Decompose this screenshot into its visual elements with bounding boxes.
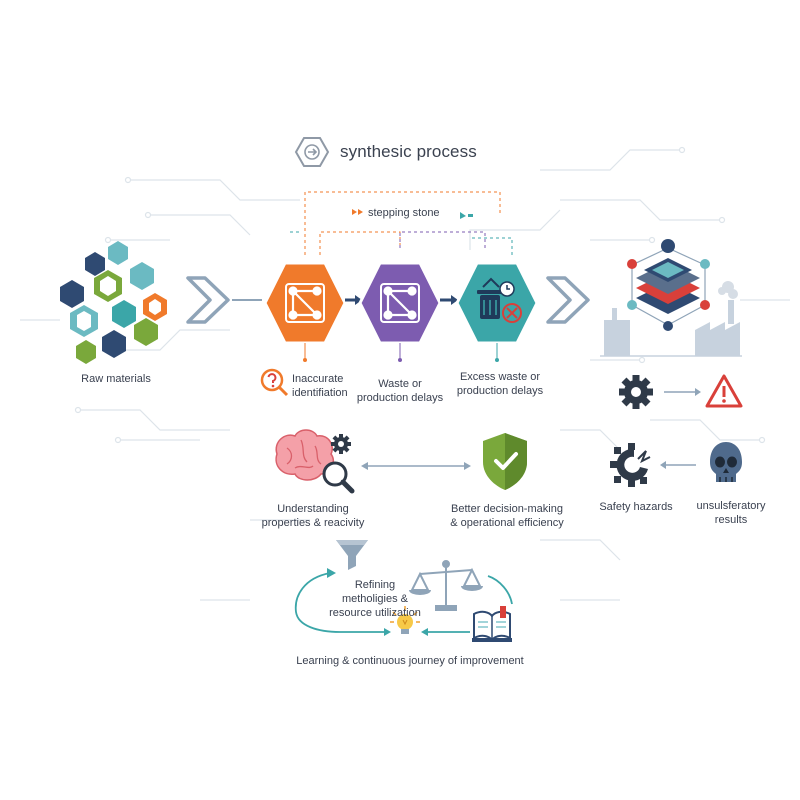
stepping-stone-label: stepping stone bbox=[368, 207, 440, 219]
raw-materials-hex-cluster-icon bbox=[60, 241, 167, 364]
step1-label-line1: Inaccurate bbox=[292, 373, 344, 385]
decision-label-line2: & operational efficiency bbox=[450, 517, 564, 529]
step1-label: Inaccurate identifiation bbox=[292, 372, 362, 400]
decision-label-line1: Better decision-making bbox=[451, 503, 563, 515]
trash-bin-icon bbox=[477, 277, 503, 319]
shield-check-icon bbox=[483, 433, 527, 490]
raw-materials-label: Raw materials bbox=[81, 373, 151, 385]
page-title: synthesic process bbox=[340, 142, 477, 161]
arrow-right-circle-icon bbox=[294, 137, 330, 167]
understanding-label-line2: properties & reacivity bbox=[261, 517, 365, 529]
stepping-stone-connectors bbox=[290, 191, 513, 255]
step2-label: Waste or production delays bbox=[350, 377, 450, 405]
cycle-arrowhead-top bbox=[327, 568, 336, 578]
network-nodes-icon bbox=[380, 283, 420, 323]
refining-label-line2: metholigies & bbox=[341, 593, 409, 605]
refining-label-line1: Refining bbox=[354, 579, 396, 591]
hex-drop-lines bbox=[303, 343, 499, 362]
cycle-arrowhead-book bbox=[421, 628, 428, 636]
step3-label-line2: production delays bbox=[456, 385, 544, 397]
circuit-background bbox=[20, 146, 790, 601]
step3-label-line1: Excess waste or bbox=[459, 371, 541, 383]
cycle-arrowhead-right bbox=[384, 628, 391, 636]
decision-label: Better decision-making & operational eff… bbox=[432, 502, 582, 530]
cancel-circle-icon bbox=[502, 303, 522, 323]
clock-icon bbox=[499, 281, 515, 297]
question-magnifier-icon bbox=[260, 368, 289, 397]
stepping-stone-arrows-icon bbox=[352, 209, 363, 215]
step3-hexagon bbox=[455, 261, 539, 345]
warning-triangle-icon bbox=[705, 374, 743, 408]
understanding-label: Understanding properties & reacivity bbox=[248, 502, 378, 530]
gear-icon bbox=[619, 375, 653, 409]
step2-label-line1: Waste or bbox=[378, 378, 422, 390]
scales-icon bbox=[409, 560, 483, 611]
bidirectional-arrow bbox=[361, 462, 471, 470]
network-nodes-icon bbox=[285, 283, 325, 323]
unsatisfactory-label-line2: results bbox=[714, 514, 748, 526]
step1-label-line2: identifiation bbox=[292, 387, 348, 399]
learning-label: Learning & continuous journey of improve… bbox=[296, 655, 524, 667]
step3-label: Excess waste or production delays bbox=[445, 370, 555, 398]
layered-stack-factory-icon bbox=[600, 239, 742, 357]
broken-gear-icon bbox=[610, 443, 651, 487]
right-chevron-arrow-icon bbox=[546, 276, 590, 324]
step2-hexagon bbox=[358, 261, 442, 345]
safety-hazards-label: Safety hazards bbox=[599, 501, 673, 513]
refining-label-line3: resource utilization bbox=[329, 607, 421, 619]
step1-hexagon bbox=[263, 261, 347, 345]
cycle-arrows bbox=[294, 572, 513, 633]
unsatisfactory-results-label: unsulsferatory results bbox=[686, 499, 776, 527]
book-icon bbox=[472, 606, 512, 642]
lightbulb-icon bbox=[390, 606, 420, 634]
step2-label-line2: production delays bbox=[356, 392, 444, 404]
gear-to-warning-arrow bbox=[664, 388, 701, 396]
brain-magnifier-gear-icon bbox=[275, 429, 355, 494]
small-arrow-icon bbox=[460, 212, 473, 219]
skull-icon bbox=[710, 442, 742, 482]
refining-label: Refining metholigies & resource utilizat… bbox=[320, 578, 430, 620]
left-chevron-arrow-icon bbox=[186, 276, 230, 324]
unsatisfactory-label-line1: unsulsferatory bbox=[696, 500, 766, 512]
skull-to-gear-arrow bbox=[660, 461, 696, 469]
funnel-icon bbox=[336, 540, 368, 570]
understanding-label-line1: Understanding bbox=[277, 503, 349, 515]
